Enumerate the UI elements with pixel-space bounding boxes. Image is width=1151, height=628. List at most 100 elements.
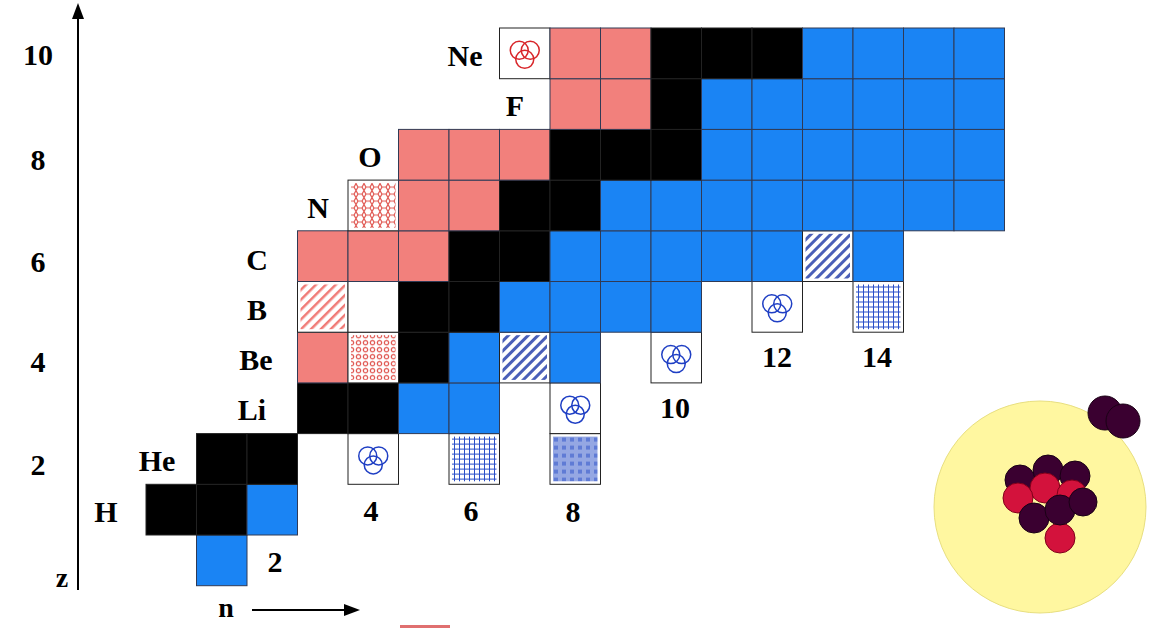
cell-square [752,79,803,130]
nuclide-cell [651,282,702,333]
nuclide-cell [601,282,652,333]
cell-square [449,282,500,333]
cell-square [197,484,248,535]
cell-square [702,231,753,282]
element-symbol: Ne [448,41,483,71]
nuclide-cell [399,231,450,282]
element-symbol: Be [239,345,272,375]
nuclide-cell [853,28,904,79]
nuclide-cell [651,180,702,231]
axis-tick: 4 [31,347,46,377]
cell-square [904,180,955,231]
nuclide-cell [702,129,753,180]
cell-square [651,28,702,79]
axis-tick: 10 [23,40,53,70]
cell-square [601,129,652,180]
cell-square [500,28,551,79]
nuclide-cell [904,79,955,130]
cell-square [500,231,551,282]
halo-ring [667,355,685,373]
element-symbol: H [94,497,117,527]
nuclide-cell [904,129,955,180]
nuclide-cell [752,28,803,79]
neutron-number: 6 [464,496,479,526]
nuclide-cell [702,28,753,79]
nuclide-cell [904,180,955,231]
cell-square [399,180,450,231]
cell-square [298,383,349,434]
z-axis-head [72,3,84,19]
cell-square [853,28,904,79]
cell-square [853,79,904,130]
nuclide-cell [500,332,551,383]
nuclide-cell [449,383,500,434]
nuclide-cell [853,79,904,130]
nuclide-cell [803,180,854,231]
cell-square [348,180,399,231]
nuclide-cell [853,231,904,282]
cell-square [247,484,298,535]
nuclide-cell [702,79,753,130]
nuclide-cell [399,129,450,180]
nuclide-cell [752,79,803,130]
nuclide-cell [348,231,399,282]
nuclide-cell [500,129,551,180]
cell-square [702,79,753,130]
cell-square [702,129,753,180]
nuclide-cell [702,231,753,282]
cell-square [702,28,753,79]
axis-tick: 8 [31,145,46,175]
nuclide-cell [449,332,500,383]
cell-square [752,282,803,333]
nuclide-cell [651,231,702,282]
cell-square [752,231,803,282]
cell-square [449,332,500,383]
cell-square [500,332,551,383]
nuclide-cell [550,79,601,130]
cell-square [399,332,450,383]
nuclide-cell [348,282,399,333]
cell-square [146,484,197,535]
nuclide-cell [500,180,551,231]
cell-square [399,231,450,282]
cell-square [449,231,500,282]
nuclide-cell [803,28,854,79]
cell-square [803,129,854,180]
nuclide-cell [348,332,399,383]
cell-pattern [452,437,497,482]
halo-ring [566,405,584,423]
nuclide-cell [500,28,551,79]
nuclide-cell [449,434,500,485]
cell-square [651,282,702,333]
nuclide-cell [752,282,803,333]
cell-square [651,129,702,180]
nuclide-cell [298,231,349,282]
cell-square [550,282,601,333]
cell-square [904,28,955,79]
nuclide-cell [197,484,248,535]
nuclide-cell [550,434,601,485]
cell-square [348,231,399,282]
nuclide-cell [954,129,1005,180]
nuclide-cell [853,180,904,231]
element-symbol: F [506,91,524,121]
nuclide-cell [803,231,854,282]
nuclide-cell [550,129,601,180]
nuclide-cell [550,332,601,383]
cell-square [550,79,601,130]
nuclide-cell [399,282,450,333]
nuclide-cell [298,383,349,434]
cell-square [954,129,1005,180]
cell-square [550,28,601,79]
cell-square [197,434,248,485]
cell-pattern [553,437,598,482]
nuclide-cell [449,282,500,333]
axis-label: n [218,594,234,622]
cell-square [348,282,399,333]
nuclide-cell [247,434,298,485]
nuclide-cell [550,282,601,333]
nuclide-cell [399,180,450,231]
cell-pattern [806,234,851,279]
